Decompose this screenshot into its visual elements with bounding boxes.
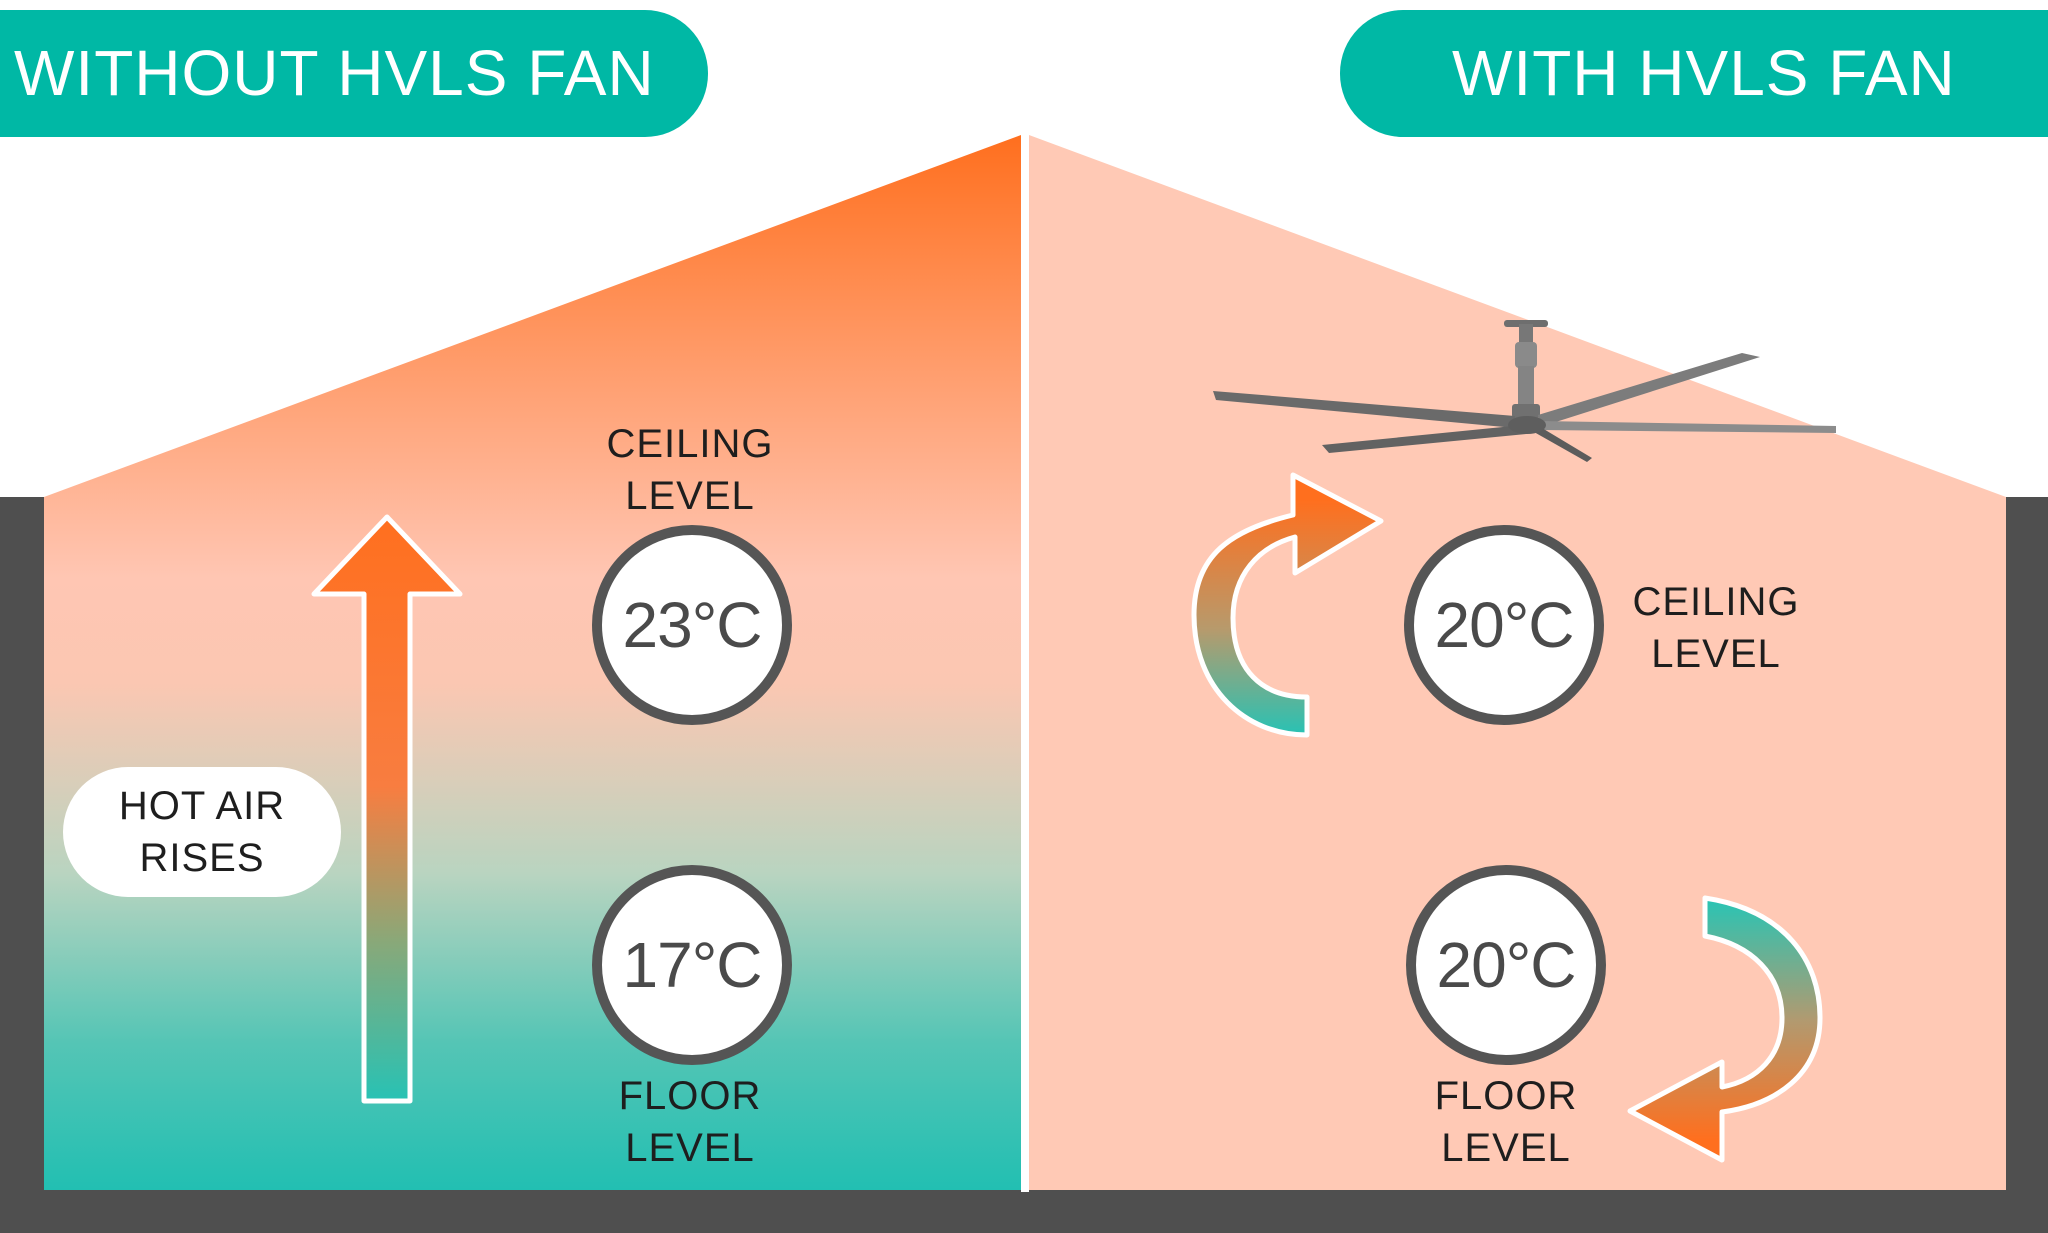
right-floor-label-line2: LEVEL: [1441, 1126, 1571, 1170]
hot-air-rises-bubble: HOT AIR RISES: [63, 767, 341, 897]
left-floor-label-line1: FLOOR: [618, 1074, 762, 1118]
left-floor-label-line2: LEVEL: [625, 1126, 755, 1170]
lower-curved-arrow: [1627, 895, 1823, 1163]
center-divider: [1021, 130, 1029, 1192]
hot-air-line1: HOT AIR: [118, 784, 286, 828]
right-floor-temperature: 20°C: [1406, 865, 1606, 1065]
hot-air-line2: RISES: [139, 836, 265, 880]
left-floor-temperature: 17°C: [592, 865, 792, 1065]
right-ceiling-label-line1: CEILING: [1632, 580, 1800, 624]
right-ceiling-level-label: CEILING LEVEL: [1556, 576, 1876, 680]
left-ceiling-label-line1: CEILING: [606, 422, 774, 466]
hot-air-arrow: [311, 514, 463, 1104]
left-ceiling-label-line2: LEVEL: [625, 474, 755, 518]
left-floor-level-label: FLOOR LEVEL: [530, 1070, 850, 1174]
header-without-hvls-fan: WITHOUT HVLS FAN: [0, 10, 708, 137]
left-building-interior: [44, 135, 1021, 1190]
right-floor-label-line1: FLOOR: [1434, 1074, 1578, 1118]
left-ceiling-temperature: 23°C: [592, 525, 792, 725]
left-ceiling-level-label: CEILING LEVEL: [530, 418, 850, 522]
header-with-hvls-fan: WITH HVLS FAN: [1340, 10, 2048, 137]
upper-curved-arrow: [1191, 472, 1384, 738]
right-ceiling-label-line2: LEVEL: [1651, 632, 1781, 676]
right-ceiling-temperature: 20°C: [1404, 525, 1604, 725]
hvls-fan-icon: [1213, 320, 1836, 462]
right-floor-level-label: FLOOR LEVEL: [1346, 1070, 1666, 1174]
